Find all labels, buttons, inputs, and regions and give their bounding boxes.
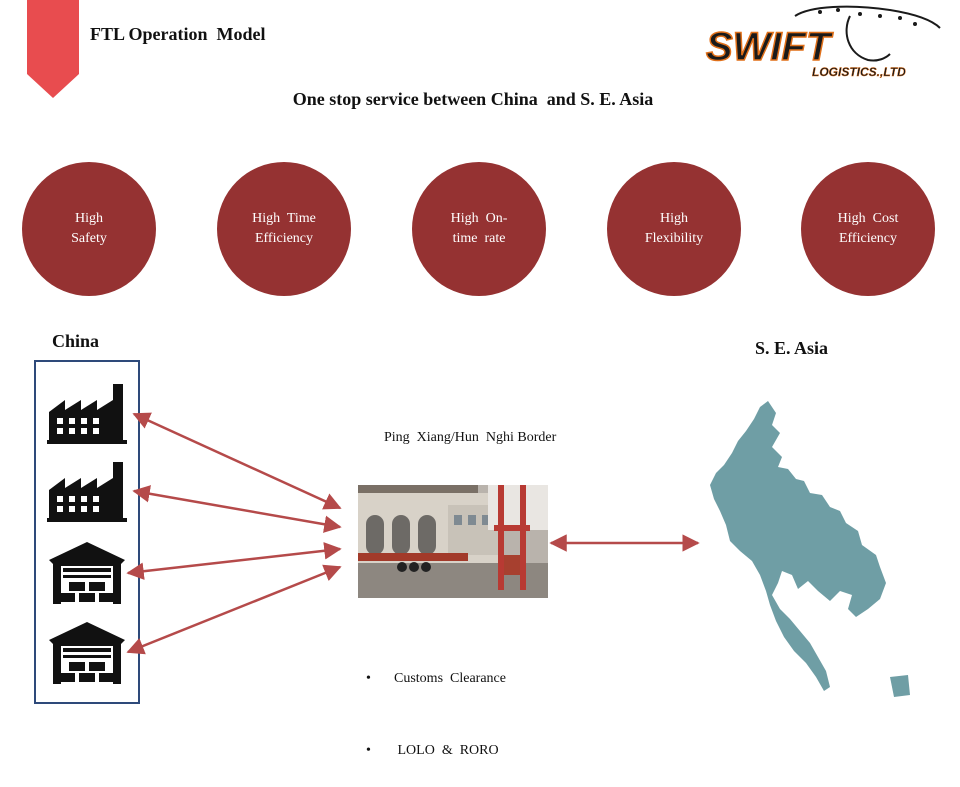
feature-circle: High Time Efficiency [217,162,351,296]
southeast-asia-map [710,401,910,697]
feature-line: High Time [252,211,316,226]
feature-circle: High Cost Efficiency [801,162,935,296]
service-item: LOLO & RORO [394,743,499,758]
flow-arrow [126,542,342,580]
bullet-marker: • [366,671,371,686]
slide-title: FTL Operation Model [90,24,266,44]
feature-circle: High Flexibility [607,162,741,296]
ribbon-decoration [27,0,79,98]
feature-line: Safety [71,231,107,246]
border-services-list: • Customs Clearance • LOLO & RORO [366,619,506,787]
warehouse-icon [49,622,125,684]
list-item: • LOLO & RORO [366,739,506,763]
list-item: • Customs Clearance [366,667,506,691]
feature-line: High Cost [837,211,899,226]
border-crossing-photo [358,485,548,598]
flow-arrow [132,412,342,510]
feature-line: High [660,211,688,226]
feature-line: Efficiency [838,231,898,246]
logo-sub-text: LOGISTICS.,LTD [812,65,906,79]
feature-line: High [75,211,103,226]
flow-arrow [132,485,342,533]
bullet-marker: • [366,743,371,758]
feature-line: Flexibility [644,231,704,246]
service-item: Customs Clearance [394,671,506,686]
feature-line: High On- [450,211,508,226]
swift-logistics-logo: SWIFT LOGISTICS.,LTD [705,5,941,79]
feature-line: Efficiency [254,231,314,246]
logo-main-text: SWIFT [706,25,834,69]
region-label-china: China [52,331,100,351]
feature-circle: High On- time rate [412,162,546,296]
feature-line: time rate [452,231,506,246]
region-label-se-asia: S. E. Asia [755,338,829,358]
warehouse-icon [49,542,125,604]
factory-icon [47,462,127,522]
slide-subtitle: One stop service between China and S. E.… [292,89,654,109]
border-crossing-label: Ping Xiang/Hun Nghi Border [384,430,557,445]
feature-circle: High Safety [22,162,156,296]
factory-icon [47,384,127,444]
flow-arrow [126,564,342,655]
